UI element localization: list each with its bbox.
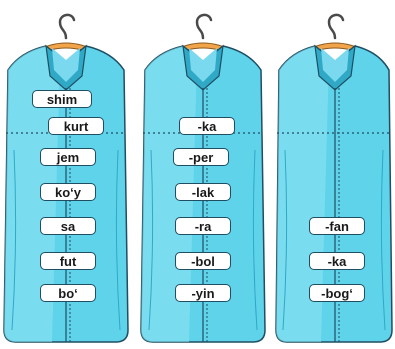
tag-ra: -ra bbox=[175, 217, 231, 235]
coat-1: shim kurt jem ko‘y sa fut bo‘ bbox=[0, 0, 132, 349]
tag-jem: jem bbox=[40, 148, 96, 166]
tag-bo: bo‘ bbox=[40, 284, 96, 302]
tag-kurt: kurt bbox=[48, 117, 104, 135]
tag-ka: -ka bbox=[179, 117, 235, 135]
hanger-hook-icon bbox=[327, 13, 345, 40]
tag-per: -per bbox=[173, 148, 229, 166]
tag-yin: -yin bbox=[175, 284, 231, 302]
tag-fan: -fan bbox=[309, 217, 365, 235]
tag-sa: sa bbox=[40, 217, 96, 235]
coat-3: -fan -ka -bog‘ bbox=[273, 0, 395, 349]
tag-bol: -bol bbox=[175, 252, 231, 270]
hanger-hook-icon bbox=[195, 13, 213, 40]
tag-fut: fut bbox=[40, 252, 96, 270]
tag-ka: -ka bbox=[309, 252, 365, 270]
tag-koy: ko‘y bbox=[40, 183, 96, 201]
hanger-hook-icon bbox=[58, 13, 76, 40]
tag-shim: shim bbox=[32, 90, 92, 108]
tag-bog: -bog‘ bbox=[309, 284, 365, 302]
coat-2: -ka -per -lak -ra -bol -yin bbox=[137, 0, 270, 349]
tag-lak: -lak bbox=[175, 183, 231, 201]
